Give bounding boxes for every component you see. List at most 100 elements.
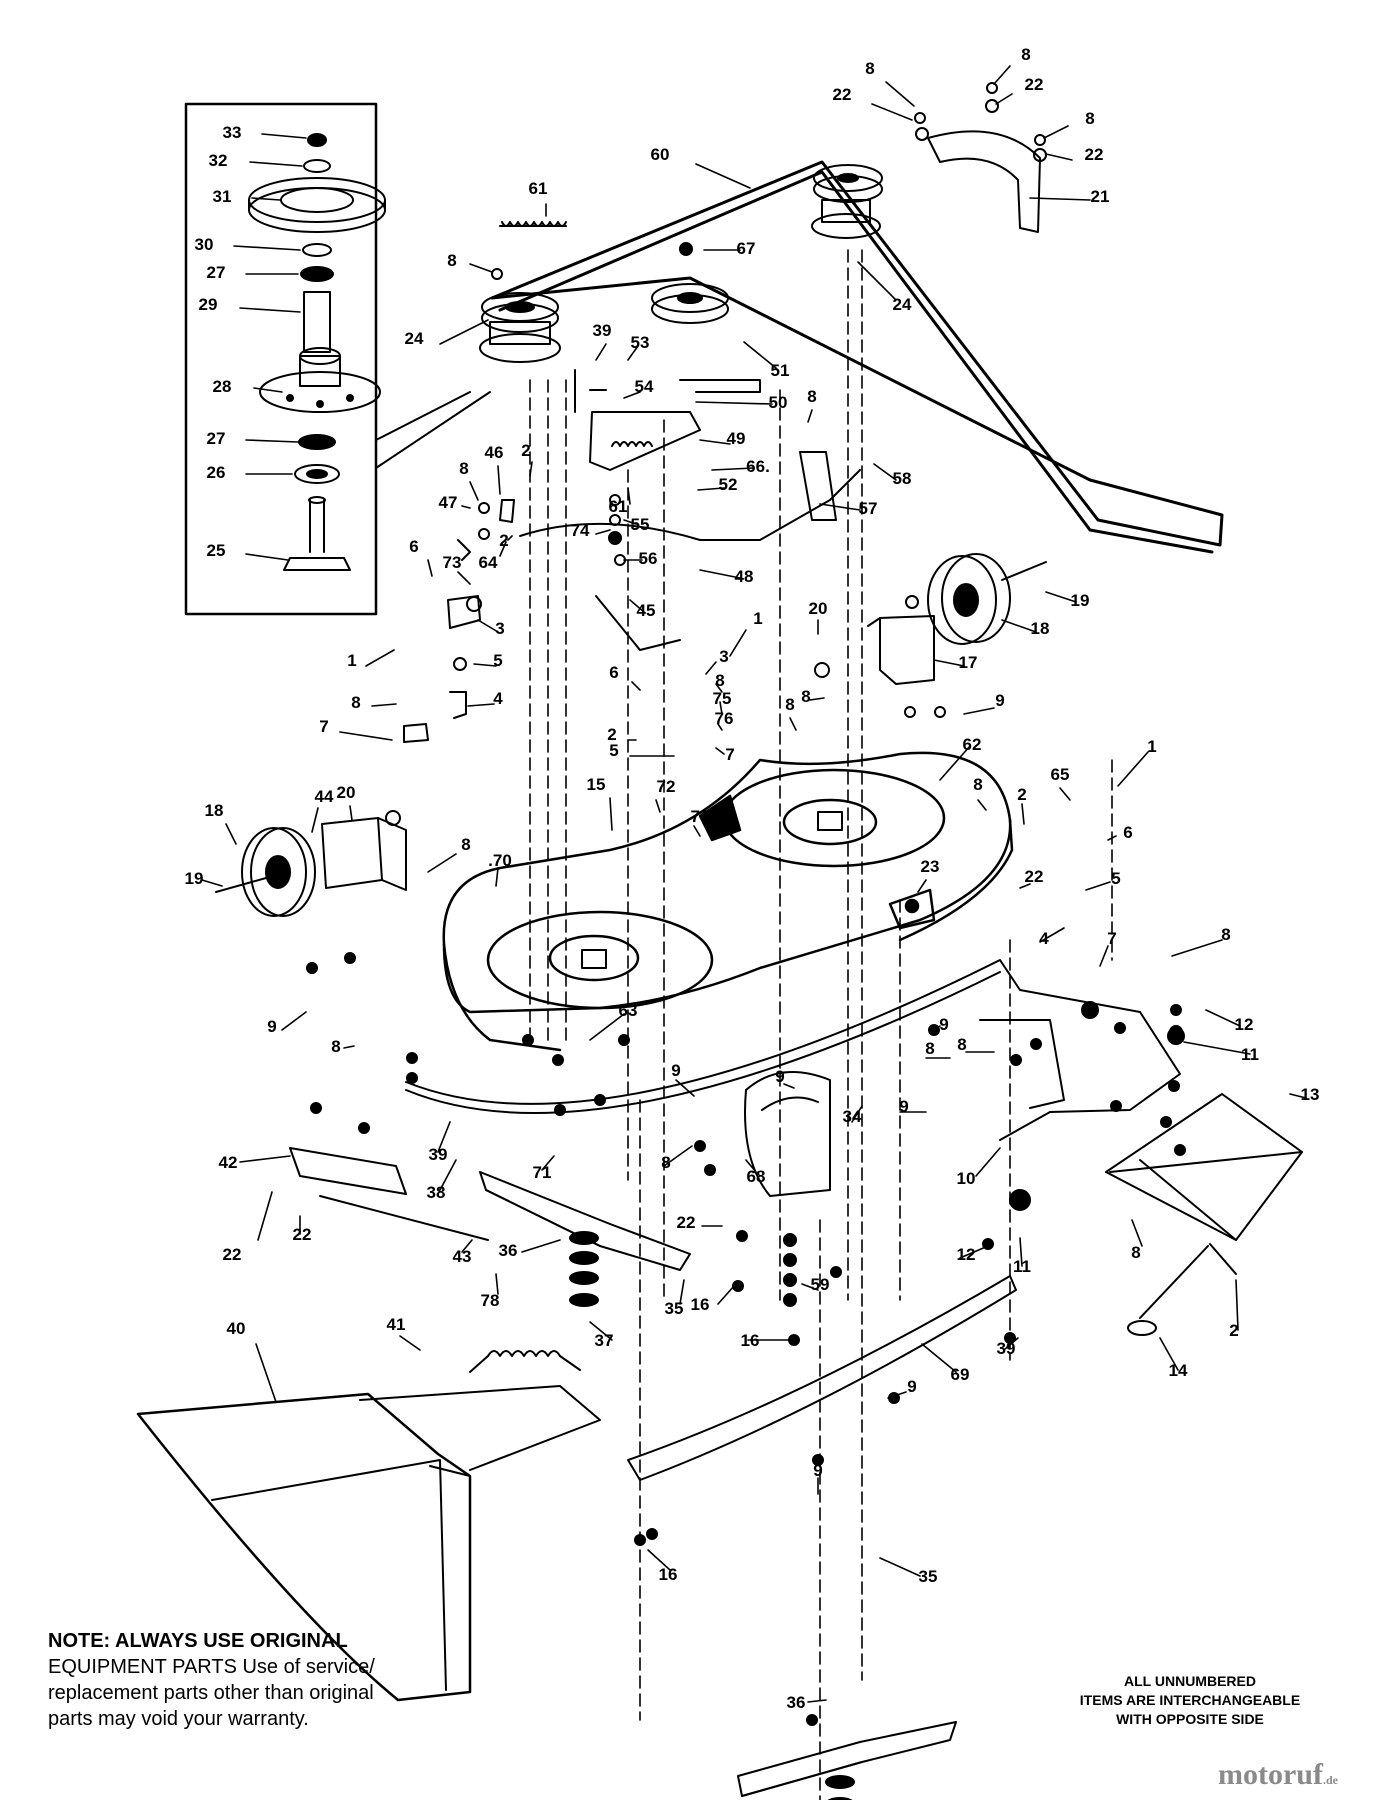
callout-number: 19 xyxy=(185,869,204,888)
callout-leader xyxy=(595,343,607,361)
callout-number: 53 xyxy=(631,333,650,352)
callout-number: 8 xyxy=(865,59,874,78)
note-lead: NOTE: ALWAYS USE ORIGINAL xyxy=(48,1630,348,1652)
callout-leader xyxy=(873,463,897,481)
callout-leader xyxy=(871,103,913,121)
watermark-tld: .de xyxy=(1322,1773,1338,1787)
callout-leader xyxy=(995,93,1013,105)
callout-number: 55 xyxy=(631,515,650,534)
blades xyxy=(479,1171,957,1800)
watermark-brand: motoruf xyxy=(1218,1758,1323,1791)
callout-number: 9 xyxy=(907,1377,916,1396)
callout-leader xyxy=(1289,1093,1307,1099)
callout-leader xyxy=(1059,787,1071,801)
mower-deck xyxy=(442,751,1014,1052)
callout-number: 69 xyxy=(951,1365,970,1384)
callout-leader xyxy=(521,1239,561,1253)
callout-number: 12 xyxy=(957,1245,976,1264)
callout-leader xyxy=(629,599,645,613)
callout-number: 8 xyxy=(785,695,794,714)
callout-number: 27 xyxy=(207,429,226,448)
callout-number: 45 xyxy=(637,601,656,620)
callout-leader xyxy=(729,629,747,657)
callout-leader xyxy=(467,703,495,707)
callout-number: 42 xyxy=(219,1153,238,1172)
callout-leader xyxy=(887,1391,907,1399)
callout-number: 7 xyxy=(319,717,328,736)
callout-number: 9 xyxy=(813,1461,822,1480)
callout-number: 16 xyxy=(659,1565,678,1584)
callout-leader xyxy=(807,409,813,423)
discharge-chute xyxy=(136,1350,601,1702)
callout-number: 61 xyxy=(529,179,548,198)
callout-number: 56 xyxy=(639,549,658,568)
callout-number: 4 xyxy=(1039,929,1049,948)
callout-number: 52 xyxy=(719,475,738,494)
callout-leader xyxy=(783,1083,795,1089)
callout-number: 62 xyxy=(963,735,982,754)
callout-number: 47 xyxy=(439,493,458,512)
callout-leader xyxy=(655,799,661,813)
callout-number: 22 xyxy=(223,1245,242,1264)
callout-leader xyxy=(399,1335,421,1351)
callout-number: 24 xyxy=(893,295,912,314)
callout-leader xyxy=(529,461,533,477)
callout-number: 3 xyxy=(719,647,728,666)
callout-number: 11 xyxy=(1241,1045,1259,1064)
callout-leader xyxy=(249,161,303,167)
callout-number: 8 xyxy=(661,1153,670,1172)
callout-leader xyxy=(715,683,723,693)
interchangeable-line-3: WITH OPPOSITE SIDE xyxy=(1116,1711,1264,1727)
callout-leader xyxy=(807,1699,827,1703)
callout-number: 36 xyxy=(787,1693,806,1712)
callout-number: 6 xyxy=(1123,823,1132,842)
callout-leader xyxy=(371,703,397,707)
callout-leader xyxy=(497,465,501,495)
callout-leader xyxy=(1001,619,1037,633)
callout-leader xyxy=(627,345,639,361)
callout-leader xyxy=(1107,835,1117,841)
idler-linkage xyxy=(519,369,861,651)
callout-number: 48 xyxy=(735,567,754,586)
callout-leader xyxy=(437,1121,451,1153)
callout-number: 32 xyxy=(209,151,228,170)
callout-number: 22 xyxy=(677,1213,696,1232)
callout-number: 21 xyxy=(1091,187,1110,206)
callout-number: 27 xyxy=(207,263,226,282)
callout-leader xyxy=(461,1239,473,1253)
callout-leader xyxy=(851,1105,863,1123)
callout-number: 66. xyxy=(746,457,770,476)
callout-leader xyxy=(245,439,299,443)
callout-leader xyxy=(885,81,915,107)
callout-leader xyxy=(245,553,289,561)
callout-number: 1 xyxy=(347,651,356,670)
callout-leader xyxy=(457,571,471,585)
callout-number: 16 xyxy=(741,1331,760,1350)
callout-number: 6 xyxy=(609,663,618,682)
callout-leader xyxy=(809,697,825,701)
callout-number: 9 xyxy=(267,1017,276,1036)
callout-number: 31 xyxy=(213,187,232,206)
callout-leader xyxy=(251,197,281,201)
left-side-parts xyxy=(215,499,515,917)
callout-leader xyxy=(717,1285,735,1305)
callout-leader xyxy=(819,503,861,511)
callout-number: 8 xyxy=(1085,109,1094,128)
callout-number: 2 xyxy=(499,531,508,550)
callout-leader xyxy=(939,745,971,781)
callout-leader xyxy=(1117,751,1149,787)
callout-leader xyxy=(311,807,319,833)
callout-number: 8 xyxy=(351,693,360,712)
callout-number: 8 xyxy=(715,671,724,690)
callout-leader xyxy=(929,1025,941,1033)
callout-leader xyxy=(699,569,741,579)
callout-number: 22 xyxy=(1025,75,1044,94)
callout-number: 5 xyxy=(1111,869,1120,888)
callout-leader xyxy=(1205,1009,1241,1027)
callout-number: 57 xyxy=(859,499,878,518)
callout-leader xyxy=(933,659,965,667)
callout-number: 8 xyxy=(1221,925,1230,944)
callout-number: 8 xyxy=(973,775,982,794)
callout-number: 46 xyxy=(485,443,504,462)
